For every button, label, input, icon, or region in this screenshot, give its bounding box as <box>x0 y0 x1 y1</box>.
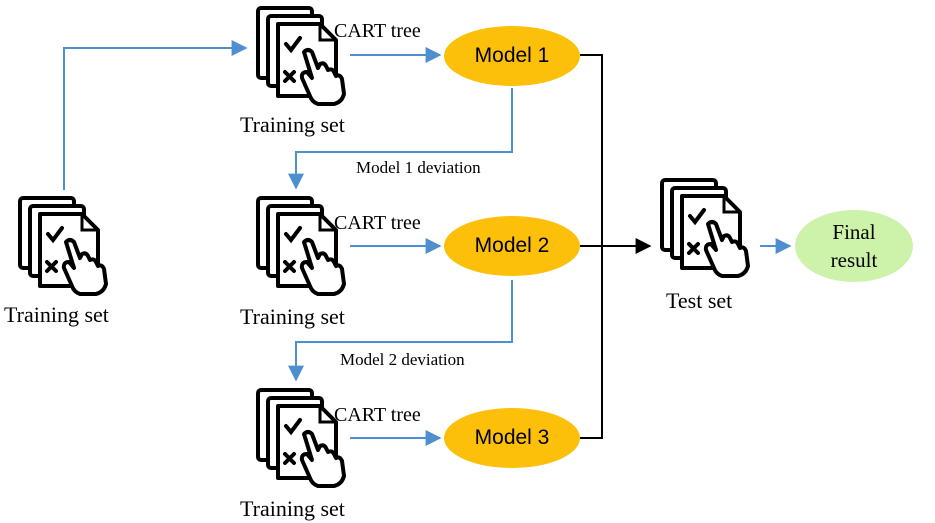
arrow-deviation-1 <box>288 88 513 190</box>
model-2-node: Model 2 <box>444 216 580 276</box>
training-set-3-label: Training set <box>240 496 345 521</box>
model-1-label: Model 1 <box>474 44 550 67</box>
cart-tree-3-label: CART tree <box>334 404 421 426</box>
final-result-line2: result <box>830 248 878 272</box>
training-set-2-label: Training set <box>240 304 345 329</box>
cart-tree-1-label: CART tree <box>334 20 421 42</box>
arrow-left-to-training-1 <box>63 40 248 190</box>
training-set-1-label: Training set <box>240 112 345 137</box>
model-3-node: Model 3 <box>444 408 580 468</box>
document-stack-hand-icon <box>256 196 346 296</box>
document-stack-hand-icon <box>256 6 346 106</box>
document-stack-hand-icon <box>256 388 346 488</box>
deviation-2-label: Model 2 deviation <box>340 350 465 369</box>
model-2-label: Model 2 <box>474 234 550 257</box>
cart-tree-2-label: CART tree <box>334 212 421 234</box>
final-result-node: Final result <box>795 210 913 282</box>
document-stack-hand-icon <box>18 196 108 296</box>
test-set-label: Test set <box>666 288 733 313</box>
model-1-node: Model 1 <box>444 26 580 86</box>
training-set-left-label: Training set <box>4 302 109 327</box>
model-3-label: Model 3 <box>474 426 550 449</box>
arrow-deviation-2 <box>288 280 513 382</box>
document-stack-hand-icon <box>660 178 750 278</box>
deviation-1-label: Model 1 deviation <box>356 158 481 177</box>
final-result-line1: Final <box>832 220 876 244</box>
